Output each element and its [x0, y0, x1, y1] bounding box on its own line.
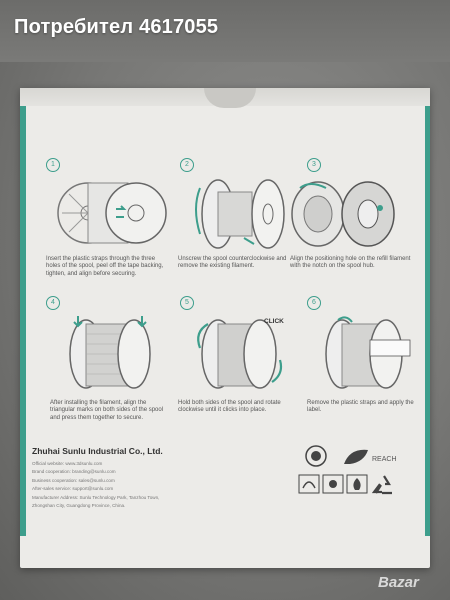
- step-4-caption: After installing the filament, align the…: [50, 400, 164, 421]
- flammable-icon: [346, 474, 368, 494]
- contact-line: Business cooperation: sales@sunlu.com: [32, 477, 115, 483]
- box-tab: [204, 88, 256, 108]
- contact-line: After-sales service: support@sunlu.com: [32, 486, 114, 492]
- rohs-cert-icon: [344, 449, 368, 464]
- step-3-number: 3: [307, 158, 321, 172]
- step-3-caption: Align the positioning hole on the refill…: [290, 256, 411, 270]
- step-4-number: 4: [46, 296, 60, 310]
- contact-line: Zhongshan City, Guangdong Province, Chin…: [32, 503, 126, 509]
- watermark-logo: Bazar: [378, 574, 419, 591]
- click-label: CLICK: [264, 318, 284, 325]
- tuv-cert-icon: [305, 445, 327, 467]
- step-5-caption: Hold both sides of the spool and rotate …: [178, 400, 281, 414]
- company-name: Zhuhai Sunlu Industrial Co., Ltd.: [32, 446, 163, 456]
- step-1-number: 1: [46, 158, 60, 172]
- step-5-spool-illustration: [197, 319, 283, 389]
- teal-stripe-right: [425, 106, 430, 536]
- step-2-number: 2: [180, 158, 194, 172]
- product-box: 1 Insert the plastic straps through the …: [20, 88, 430, 568]
- contact-line: Official website: www.3dsunlu.com: [32, 461, 103, 466]
- step-6-spool-illustration: [325, 316, 411, 389]
- top-bar: Потребител 4617055: [0, 0, 450, 62]
- step-6-number: 6: [307, 296, 321, 310]
- step-1-spool-illustration: [57, 182, 167, 244]
- step-2-caption: Unscrew the spool counterclockwise and r…: [178, 256, 287, 270]
- recycle-icon: [372, 475, 392, 495]
- keep-dry-icon: [298, 474, 320, 494]
- teal-stripe-left: [20, 106, 26, 536]
- step-1-caption: Insert the plastic straps through the th…: [46, 256, 164, 277]
- step-3-spool-illustration: [291, 181, 395, 247]
- keep-from-sun-icon: [322, 474, 344, 494]
- step-2-spool-illustration: [195, 179, 285, 249]
- reach-label: REACH: [372, 456, 397, 463]
- contact-line: Manufacturer Address: Sunlu Technology P…: [32, 494, 160, 500]
- step-6-caption: Remove the plastic straps and apply the …: [307, 400, 414, 414]
- step-5-number: 5: [180, 296, 194, 310]
- user-title: Потребител 4617055: [14, 16, 219, 38]
- step-4-spool-illustration: [69, 316, 151, 389]
- contact-line: Brand cooperation: branding@sunlu.com: [32, 469, 116, 475]
- contact-list: Official website: www.3dsunlu.com Brand …: [32, 460, 159, 510]
